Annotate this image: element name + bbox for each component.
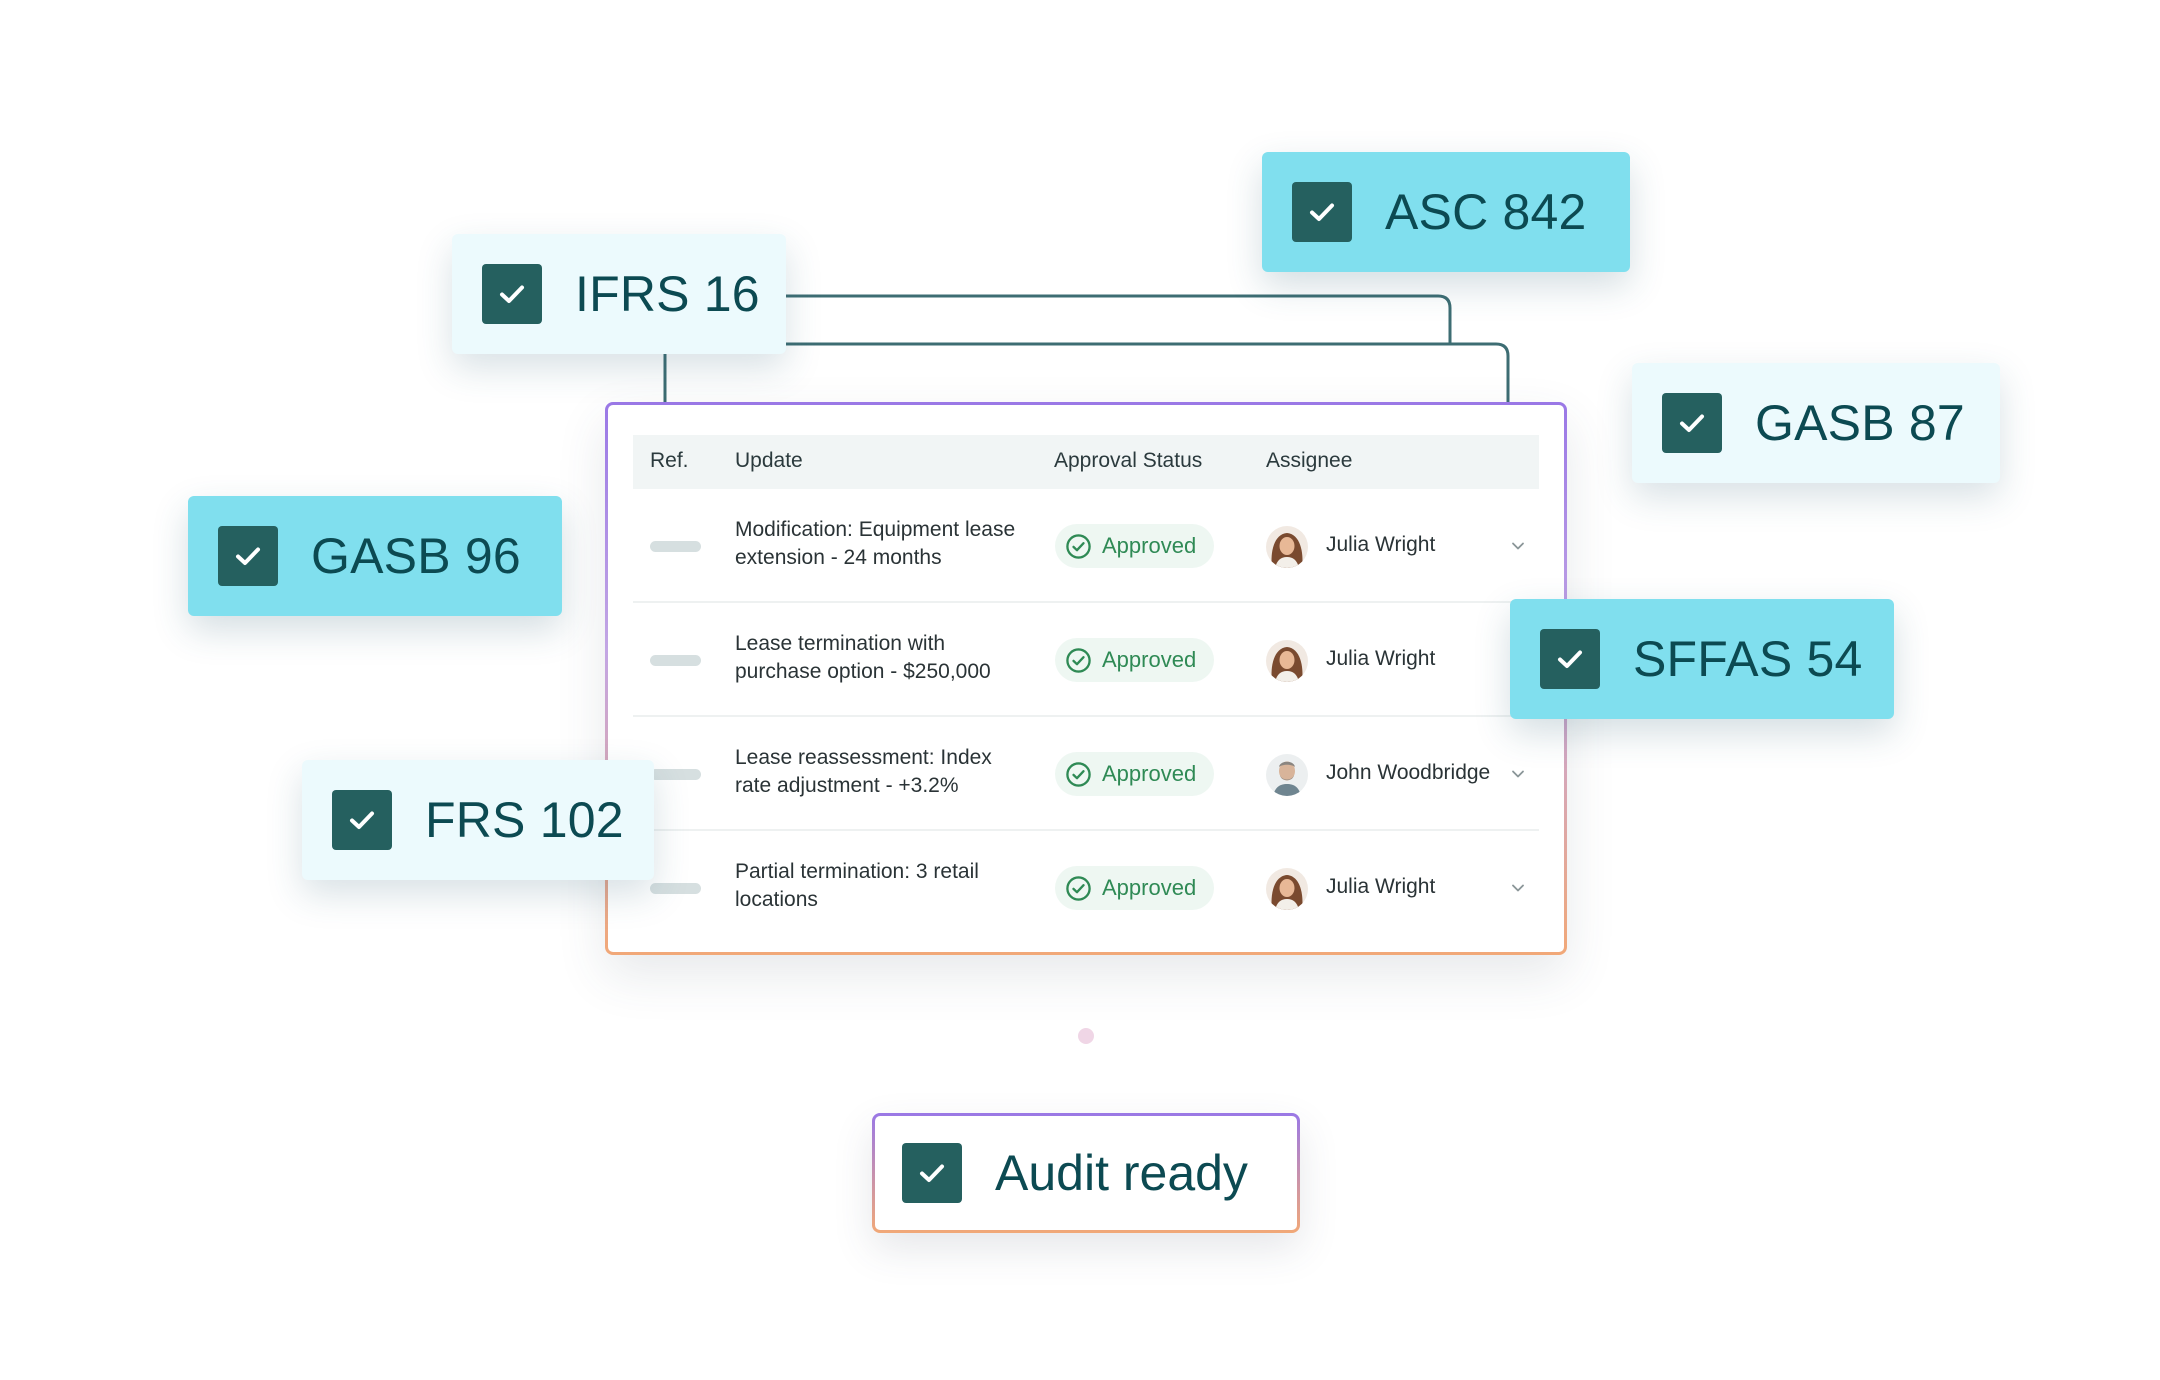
badge-asc-842: ASC 842 — [1262, 152, 1630, 272]
avatar — [1266, 526, 1308, 568]
lease-updates-table: Ref. Update Approval Status Assignee Mod… — [605, 402, 1567, 955]
avatar — [1266, 868, 1308, 910]
assignee-name: John Woodbridge — [1326, 761, 1491, 784]
avatar — [1266, 754, 1308, 796]
avatar — [1266, 640, 1308, 682]
badge-label: GASB 87 — [1755, 395, 1965, 451]
chevron-down-icon[interactable] — [1509, 765, 1527, 783]
table-row[interactable]: Lease termination with purchase option -… — [633, 603, 1539, 717]
audit-ready-card: Audit ready — [872, 1113, 1300, 1233]
status-badge: Approved — [1055, 638, 1215, 682]
update-text: Lease termination with purchase option -… — [735, 632, 991, 683]
chevron-down-icon[interactable] — [1509, 537, 1527, 555]
badge-sffas-54: SFFAS 54 — [1510, 599, 1894, 719]
connector-ifrs-to-asc — [785, 294, 1452, 344]
ref-placeholder — [650, 541, 701, 552]
status-badge: Approved — [1055, 866, 1215, 910]
status-text: Approved — [1102, 875, 1197, 900]
badge-gasb-87: GASB 87 — [1632, 363, 2000, 483]
badge-label: IFRS 16 — [575, 266, 760, 322]
badge-ifrs-16: IFRS 16 — [452, 234, 786, 354]
header-approval-status: Approval Status — [1054, 449, 1203, 472]
check-circle-icon — [1066, 761, 1091, 787]
status-text: Approved — [1102, 647, 1197, 672]
table-row[interactable]: Partial termination: 3 retail locations … — [633, 831, 1539, 945]
check-circle-icon — [1066, 875, 1091, 901]
checkbox-checked-icon — [902, 1143, 962, 1203]
update-text: Modification: Equipment lease extension … — [735, 518, 1016, 569]
assignee-name: Julia Wright — [1326, 875, 1436, 898]
checkbox-checked-icon — [1662, 393, 1722, 453]
status-badge: Approved — [1055, 524, 1215, 568]
table-row[interactable]: Modification: Equipment lease extension … — [633, 489, 1539, 603]
connector-ifrs-to-gasb87 — [785, 342, 1510, 404]
chevron-down-icon[interactable] — [1509, 879, 1527, 897]
checkbox-checked-icon — [332, 790, 392, 850]
badge-label: ASC 842 — [1385, 184, 1587, 240]
table-row[interactable]: Lease reassessment: Index rate adjustmen… — [633, 717, 1539, 831]
header-assignee: Assignee — [1266, 449, 1353, 472]
assignee-name: Julia Wright — [1326, 647, 1436, 670]
connector-node — [1078, 1028, 1094, 1044]
checkbox-checked-icon — [482, 264, 542, 324]
assignee-name: Julia Wright — [1326, 533, 1436, 556]
audit-ready-label: Audit ready — [995, 1145, 1248, 1201]
ref-placeholder — [650, 769, 701, 780]
status-text: Approved — [1102, 533, 1197, 558]
checkbox-checked-icon — [1540, 629, 1600, 689]
checkbox-checked-icon — [218, 526, 278, 586]
ref-placeholder — [650, 883, 701, 894]
table-header: Ref. Update Approval Status Assignee — [633, 435, 1539, 489]
badge-label: FRS 102 — [425, 792, 624, 848]
badge-label: GASB 96 — [311, 528, 521, 584]
checkbox-checked-icon — [1292, 182, 1352, 242]
badge-label: SFFAS 54 — [1633, 631, 1863, 687]
header-update: Update — [735, 449, 803, 472]
ref-placeholder — [650, 655, 701, 666]
status-text: Approved — [1102, 761, 1197, 786]
update-text: Partial termination: 3 retail locations — [735, 860, 979, 911]
badge-frs-102: FRS 102 — [302, 760, 654, 880]
header-ref: Ref. — [650, 449, 689, 472]
update-text: Lease reassessment: Index rate adjustmen… — [735, 746, 992, 797]
status-badge: Approved — [1055, 752, 1215, 796]
check-circle-icon — [1066, 647, 1091, 673]
badge-gasb-96: GASB 96 — [188, 496, 562, 616]
check-circle-icon — [1066, 533, 1091, 559]
